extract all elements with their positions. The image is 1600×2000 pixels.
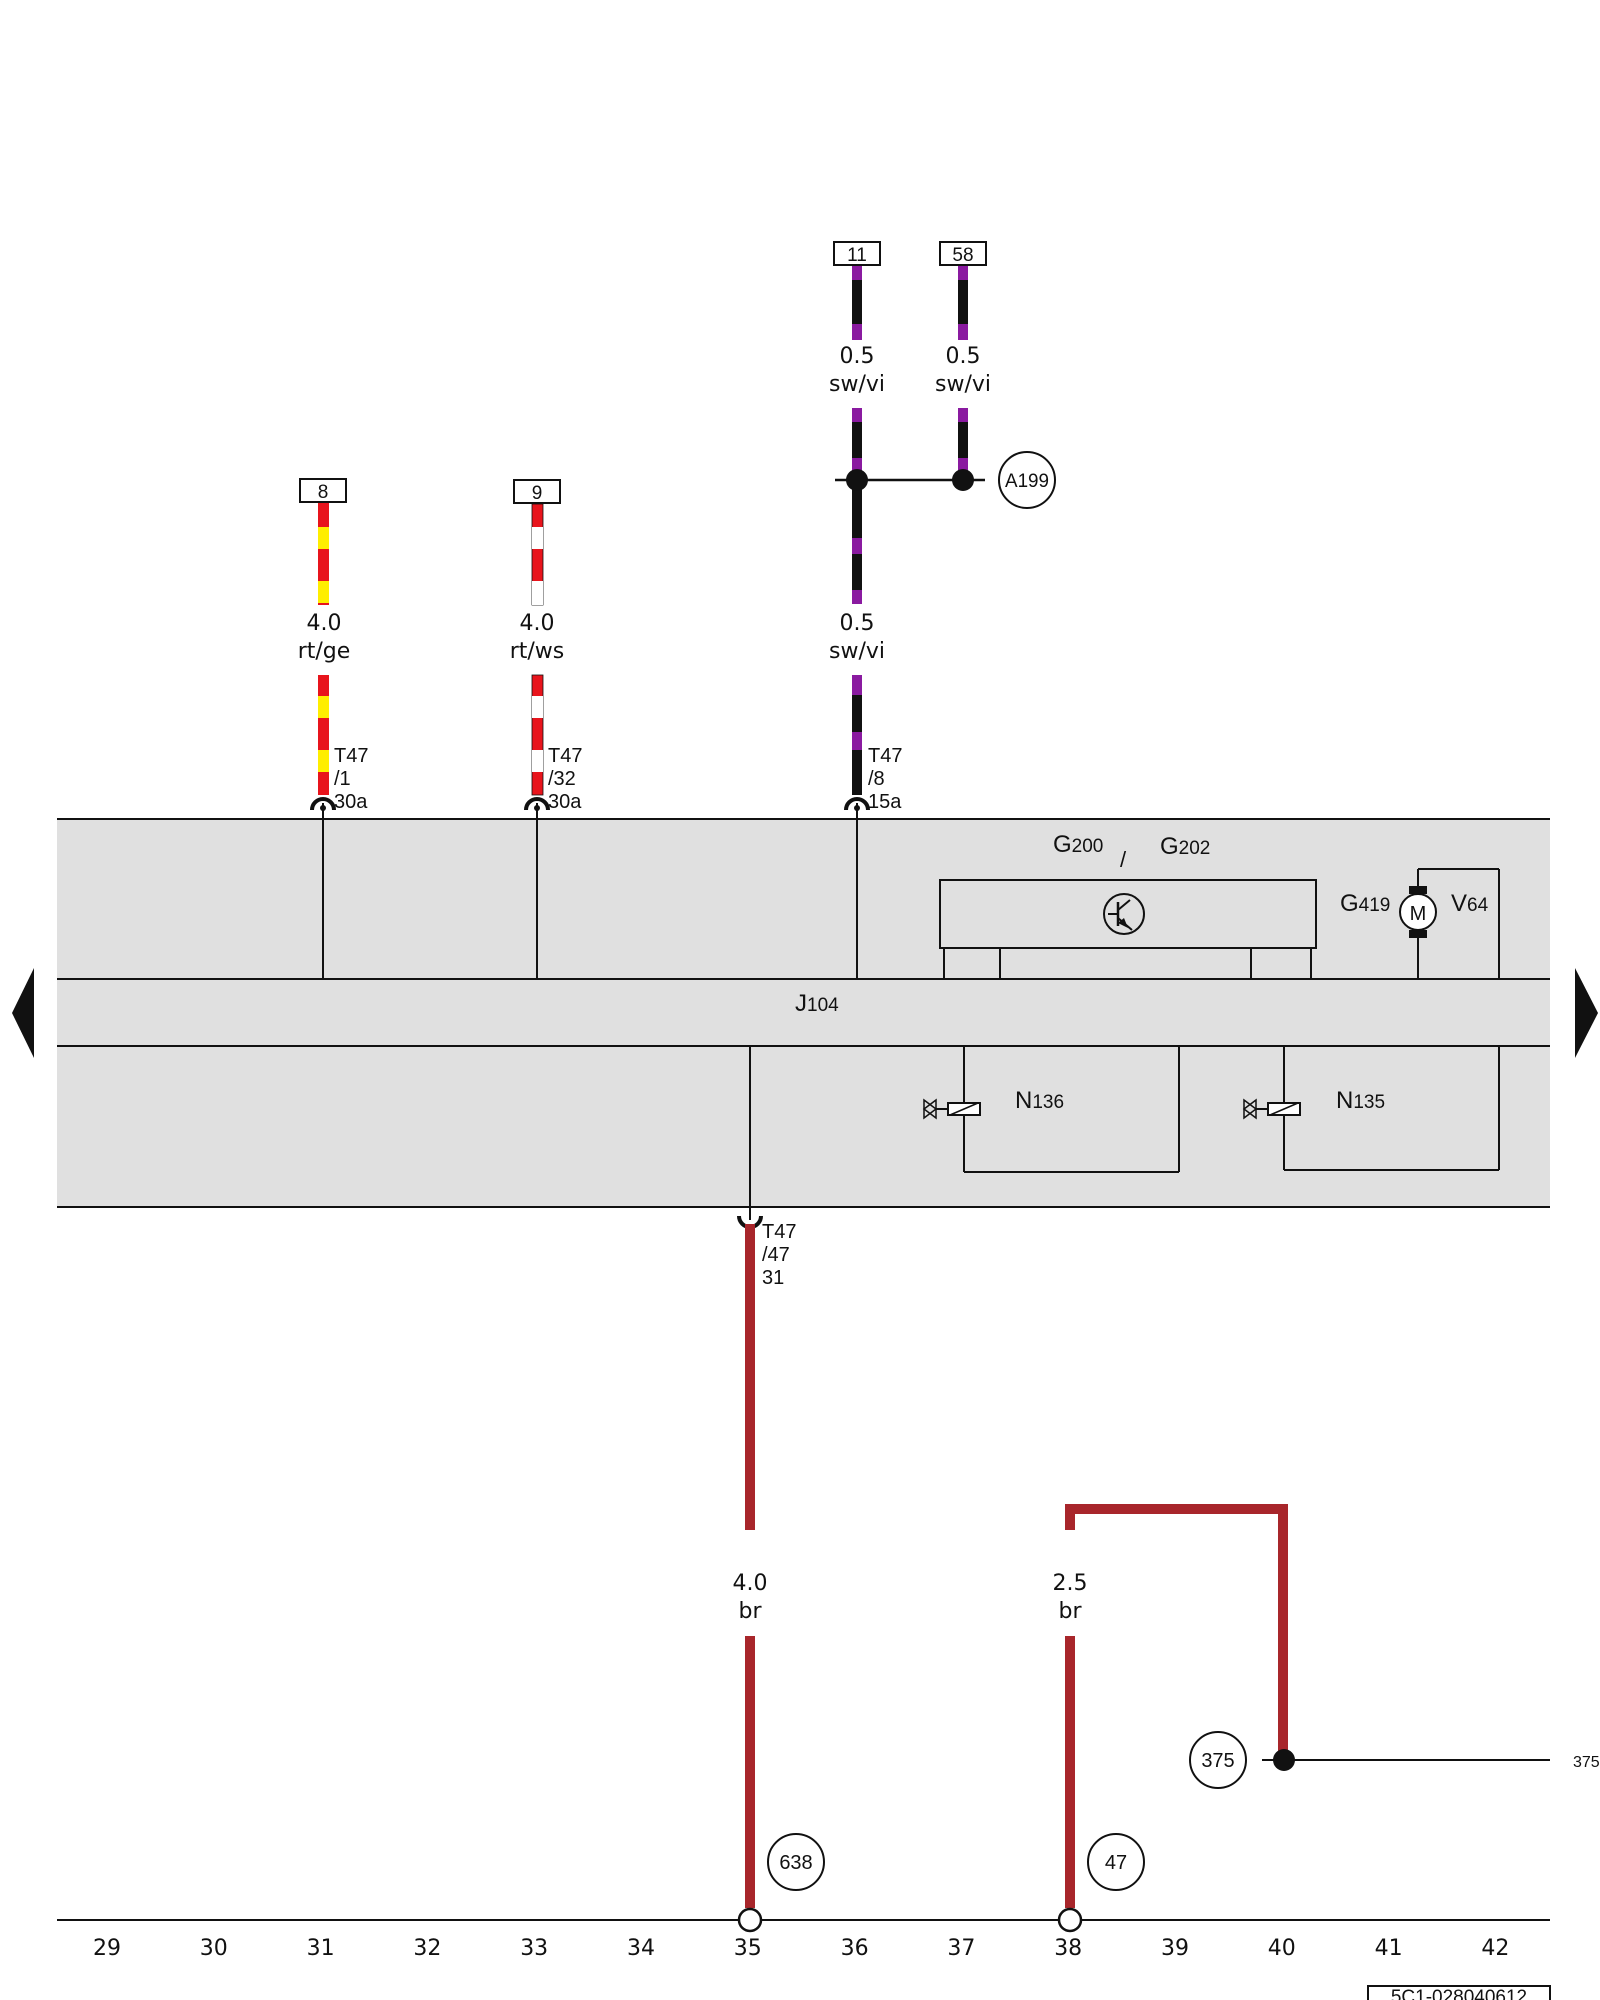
column-number: 37 bbox=[947, 1936, 975, 1961]
bus-node-35 bbox=[737, 1907, 763, 1933]
label-g202: G202 bbox=[1160, 833, 1210, 860]
motor-g419-v64: G419 V64 M bbox=[1340, 868, 1500, 979]
wire-color-38: br bbox=[1058, 1599, 1082, 1624]
column-number: 29 bbox=[93, 1936, 121, 1961]
svg-text:638: 638 bbox=[779, 1852, 812, 1874]
svg-text:/1: /1 bbox=[334, 768, 351, 790]
wire-8-rt-ge[interactable]: 8 4.0 rt/ge bbox=[298, 478, 351, 979]
ground-375-label: 375 bbox=[1201, 1750, 1234, 1772]
label-j104: J104 bbox=[795, 990, 839, 1017]
svg-text:30a: 30a bbox=[548, 791, 582, 813]
wire-58-sw-vi[interactable]: 58 0.5 sw/vi bbox=[935, 241, 991, 480]
pin-label-t47-8: T47 /8 15a bbox=[868, 745, 902, 813]
label-slash: / bbox=[1120, 847, 1127, 872]
ground-47: 47 bbox=[1087, 1833, 1145, 1891]
svg-text:T47: T47 bbox=[548, 745, 582, 767]
document-id: 5C1-028040612 bbox=[1367, 1985, 1551, 2000]
wire-color-11b: sw/vi bbox=[829, 639, 885, 664]
connector-label-11: 11 bbox=[847, 245, 867, 266]
pin-label-t47-47: T47 /47 31 bbox=[762, 1221, 796, 1289]
column-number: 34 bbox=[627, 1936, 655, 1961]
wire-color-35: br bbox=[738, 1599, 762, 1624]
solenoid-valve-icon bbox=[922, 1098, 981, 1120]
ground-375-circle bbox=[1189, 1731, 1247, 1789]
svg-text:T47: T47 bbox=[762, 1221, 796, 1243]
svg-text:31: 31 bbox=[762, 1267, 784, 1289]
wire-color-9: rt/ws bbox=[510, 639, 565, 664]
pin-label-t47-32: T47 /32 30a bbox=[548, 745, 582, 813]
column-number: 36 bbox=[841, 1936, 869, 1961]
column-number: 31 bbox=[307, 1936, 335, 1961]
svg-text:/47: /47 bbox=[762, 1244, 790, 1266]
previous-page-arrow[interactable] bbox=[12, 968, 34, 1058]
valve-n135: N135 bbox=[1242, 1046, 1500, 1171]
svg-text:T47: T47 bbox=[868, 745, 902, 767]
label-n135: N135 bbox=[1336, 1087, 1385, 1114]
svg-text:30a: 30a bbox=[334, 791, 368, 813]
wire-size-11b: 0.5 bbox=[840, 611, 875, 636]
column-number: 41 bbox=[1375, 1936, 1403, 1961]
column-number: 33 bbox=[520, 1936, 548, 1961]
wire-color-58: sw/vi bbox=[935, 372, 991, 397]
sensor-g200-g202: G200 / G202 bbox=[939, 831, 1317, 979]
column-number: 39 bbox=[1161, 1936, 1189, 1961]
next-page-arrow[interactable] bbox=[1575, 968, 1598, 1058]
wire-size-35: 4.0 bbox=[733, 1571, 768, 1596]
label-v64: V64 bbox=[1451, 890, 1489, 917]
splice-a199: A199 bbox=[835, 451, 1056, 509]
connector-label-8: 8 bbox=[318, 482, 329, 503]
svg-text:T47: T47 bbox=[334, 745, 368, 767]
connector-box-11 bbox=[833, 241, 881, 266]
svg-text:5C1-028040612: 5C1-028040612 bbox=[1391, 1987, 1527, 2000]
splice-a199-circle bbox=[998, 451, 1056, 509]
transistor-icon bbox=[1103, 893, 1145, 935]
column-number: 32 bbox=[413, 1936, 441, 1961]
wire-color-11: sw/vi bbox=[829, 372, 885, 397]
column-number: 42 bbox=[1481, 1936, 1509, 1961]
wire-size-38: 2.5 bbox=[1053, 1571, 1088, 1596]
ground-638: 638 bbox=[767, 1833, 825, 1891]
pin-label-t47-1: T47 /1 30a bbox=[334, 745, 368, 813]
svg-text:M: M bbox=[1410, 903, 1427, 925]
connector-box-9 bbox=[513, 479, 561, 504]
label-g419: G419 bbox=[1340, 890, 1390, 917]
wire-size-9: 4.0 bbox=[520, 611, 555, 636]
wire-size-8: 4.0 bbox=[307, 611, 342, 636]
column-number: 40 bbox=[1268, 1936, 1296, 1961]
ground-375: 375 375 bbox=[1189, 1731, 1600, 1789]
ground-375-edge-label: 375 bbox=[1573, 1754, 1600, 1771]
wire-11-sw-vi[interactable]: 11 0.5 sw/vi bbox=[829, 241, 885, 604]
wire-35-br[interactable]: 4.0 br bbox=[733, 1224, 768, 1908]
svg-text:15a: 15a bbox=[868, 791, 902, 813]
wire-9-rt-ws[interactable]: 9 4.0 rt/ws bbox=[510, 479, 565, 979]
wire-38-br[interactable]: 2.5 br bbox=[1053, 1504, 1288, 1908]
solenoid-valve-icon bbox=[1242, 1098, 1301, 1120]
connector-label-9: 9 bbox=[532, 483, 543, 504]
connector-box-58 bbox=[939, 241, 987, 266]
column-number: 38 bbox=[1054, 1936, 1082, 1961]
svg-text:/8: /8 bbox=[868, 768, 885, 790]
splice-a199-label: A199 bbox=[1005, 471, 1049, 492]
connector-box-8 bbox=[299, 478, 347, 503]
valve-n136: N136 bbox=[922, 1046, 1180, 1173]
bus-node-38 bbox=[1057, 1907, 1083, 1933]
wire-11-lower[interactable]: 0.5 sw/vi bbox=[829, 611, 885, 979]
wire-size-11: 0.5 bbox=[840, 344, 875, 369]
svg-text:/32: /32 bbox=[548, 768, 576, 790]
column-number: 35 bbox=[734, 1936, 762, 1961]
wire-color-8: rt/ge bbox=[298, 639, 351, 664]
column-numbers: 29 30 31 32 33 34 35 36 37 38 39 40 41 42 bbox=[93, 1936, 1509, 1961]
svg-text:47: 47 bbox=[1105, 1852, 1127, 1874]
label-n136: N136 bbox=[1015, 1087, 1064, 1114]
wire-size-58: 0.5 bbox=[946, 344, 981, 369]
motor-icon: M bbox=[1399, 893, 1437, 931]
connector-label-58: 58 bbox=[952, 245, 973, 266]
column-number: 30 bbox=[200, 1936, 228, 1961]
label-g200: G200 bbox=[1053, 831, 1103, 858]
